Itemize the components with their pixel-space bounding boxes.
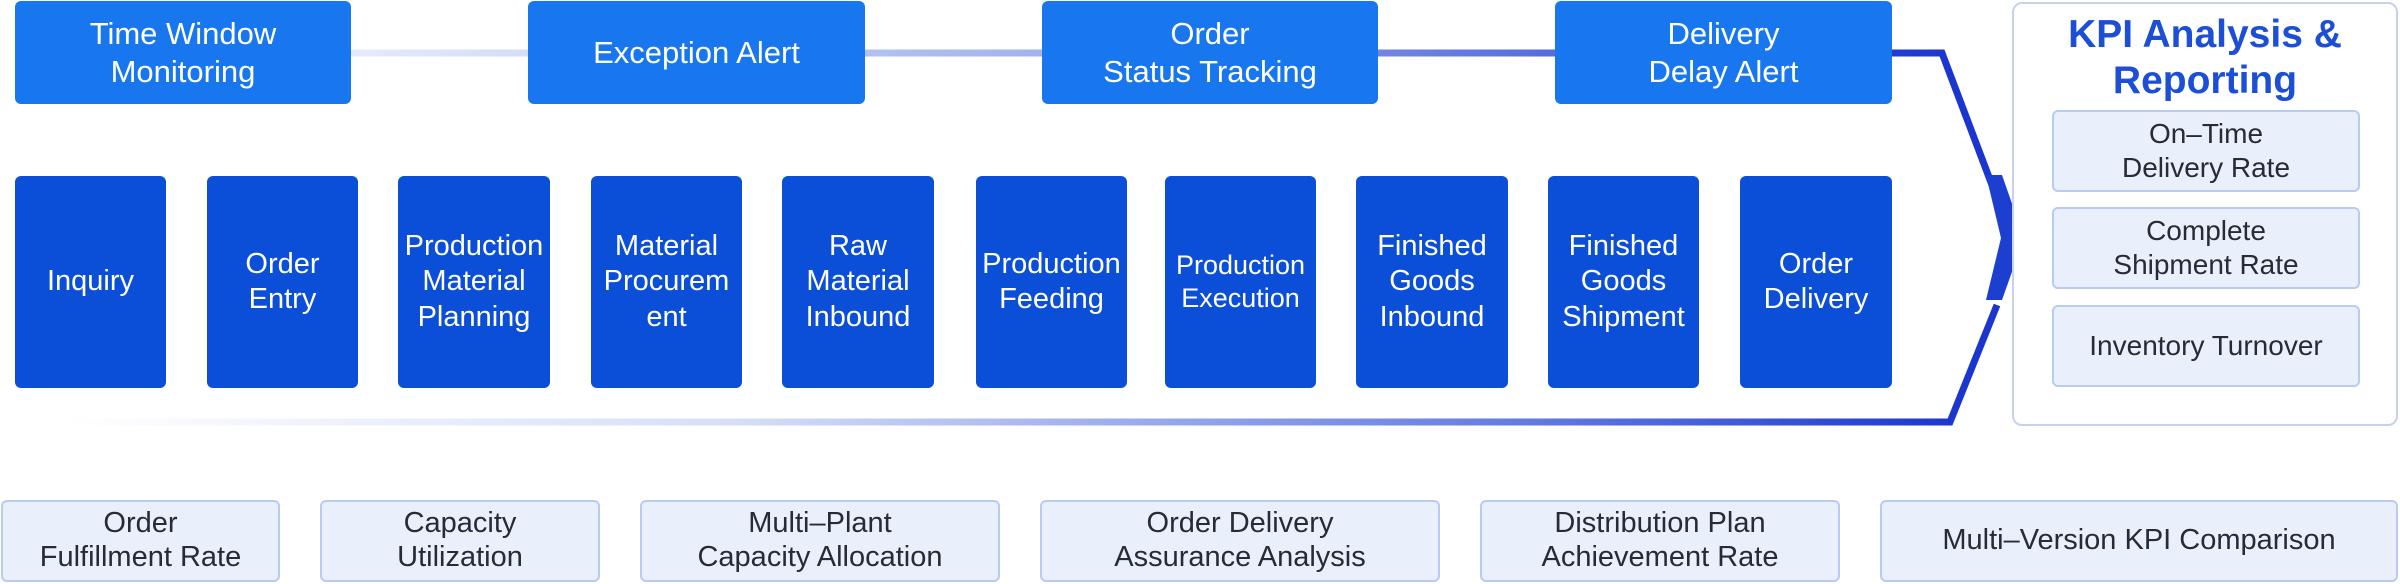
step-production-feeding[interactable]: Production Feeding — [976, 176, 1127, 388]
step-inquiry[interactable]: Inquiry — [15, 176, 166, 388]
arrow-head-icon — [1986, 175, 2024, 300]
monitor-time-window[interactable]: Time Window Monitoring — [15, 1, 351, 104]
step-material-procurement[interactable]: Material Procurem ent — [591, 176, 742, 388]
kpi-inventory-turnover[interactable]: Inventory Turnover — [2052, 305, 2360, 387]
monitor-exception-alert[interactable]: Exception Alert — [528, 1, 865, 104]
kpi-panel-title: KPI Analysis & Reporting — [2068, 13, 2342, 102]
bottom-flow-line — [60, 303, 2001, 426]
step-order-delivery[interactable]: Order Delivery — [1740, 176, 1892, 388]
step-production-execution[interactable]: Production Execution — [1165, 176, 1316, 388]
metric-multi-plant-capacity-allocation[interactable]: Multi–Plant Capacity Allocation — [640, 500, 1000, 582]
monitor-order-status-tracking[interactable]: Order Status Tracking — [1042, 1, 1378, 104]
step-finished-goods-inbound[interactable]: Finished Goods Inbound — [1356, 176, 1508, 388]
kpi-on-time-delivery-rate[interactable]: On–Time Delivery Rate — [2052, 110, 2360, 192]
metric-distribution-plan-achievement-rate[interactable]: Distribution Plan Achievement Rate — [1480, 500, 1840, 582]
step-finished-goods-shipment[interactable]: Finished Goods Shipment — [1548, 176, 1699, 388]
metric-multi-version-kpi-comparison[interactable]: Multi–Version KPI Comparison — [1880, 500, 2398, 582]
step-order-entry[interactable]: Order Entry — [207, 176, 358, 388]
kpi-complete-shipment-rate[interactable]: Complete Shipment Rate — [2052, 207, 2360, 289]
metric-order-delivery-assurance-analysis[interactable]: Order Delivery Assurance Analysis — [1040, 500, 1440, 582]
step-production-material-planning[interactable]: Production Material Planning — [398, 176, 550, 388]
step-raw-material-inbound[interactable]: Raw Material Inbound — [782, 176, 934, 388]
monitor-delivery-delay-alert[interactable]: Delivery Delay Alert — [1555, 1, 1892, 104]
metric-order-fulfillment-rate[interactable]: Order Fulfillment Rate — [1, 500, 280, 582]
metric-capacity-utilization[interactable]: Capacity Utilization — [320, 500, 600, 582]
